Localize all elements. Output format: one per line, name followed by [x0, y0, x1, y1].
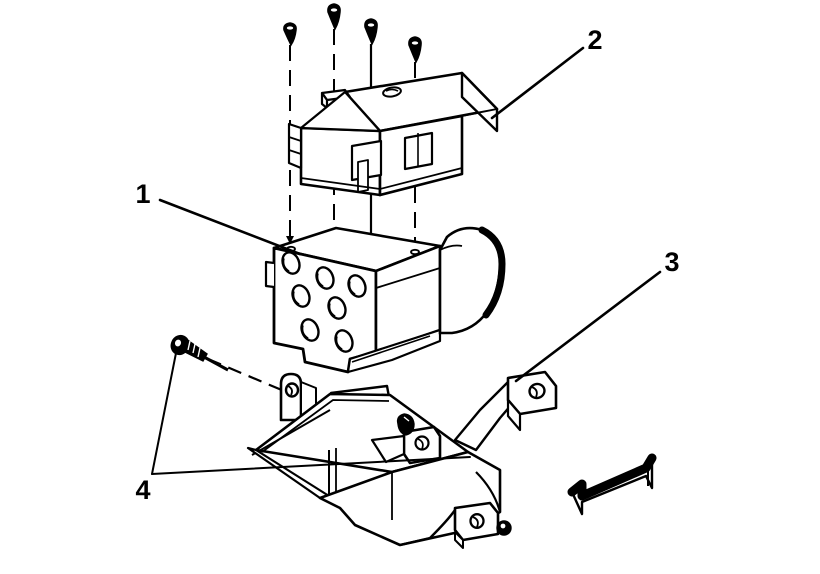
- callout-label-1: 1: [135, 179, 150, 209]
- center-tab-bolt-head: [396, 413, 415, 436]
- leader-line-2: [490, 46, 585, 120]
- bracket-skirt: [399, 509, 456, 547]
- mounting-bracket: [246, 370, 558, 549]
- callout-leaders: [151, 46, 662, 475]
- direction-arrow: [567, 453, 657, 516]
- callout-labels: 1 2 3 4: [135, 25, 679, 505]
- pump-motor: [438, 226, 506, 335]
- leader-line-4-main: [151, 347, 178, 475]
- modulator-bolt-seat-2: [410, 248, 420, 256]
- brake-pressure-modulator-valve: [264, 226, 442, 374]
- leader-line-1: [158, 198, 302, 256]
- motor-shading-arc: [478, 226, 506, 319]
- leader-line-3: [514, 270, 662, 383]
- leader-line-4-branch: [151, 456, 471, 475]
- electronic-brake-control-module: [287, 71, 499, 197]
- callout-label-3: 3: [664, 247, 679, 277]
- callout-label-4: 4: [135, 475, 150, 505]
- modulator-ports: [281, 251, 367, 353]
- retaining-bolt-assembly-line: [207, 357, 285, 393]
- callout-label-2: 2: [587, 25, 602, 55]
- module-connector-left: [287, 122, 303, 170]
